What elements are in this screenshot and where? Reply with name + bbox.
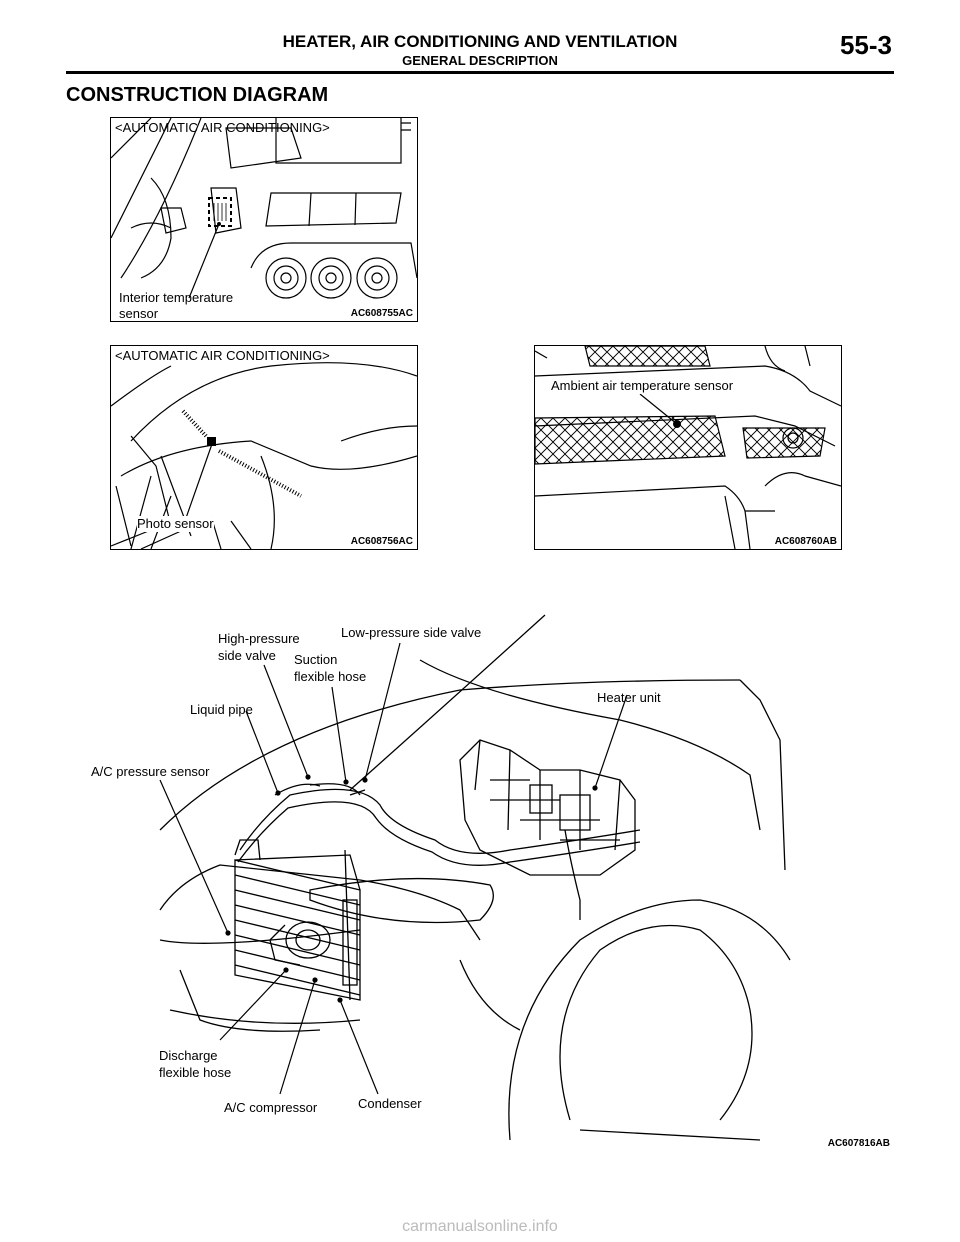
ac-pressure-sensor-label: A/C pressure sensor — [91, 764, 210, 779]
low-pressure-side-valve-label: Low-pressure side valve — [341, 625, 482, 640]
figure-interior-temperature-sensor: <AUTOMATIC AIR CONDITIONING> Interior te… — [110, 117, 418, 322]
figure-code: AC608755AC — [350, 308, 413, 319]
figure-construction-diagram: High-pressure side valve Low-pressure si… — [60, 600, 900, 1160]
section-title: CONSTRUCTION DIAGRAM — [66, 84, 329, 106]
figure-heading: <AUTOMATIC AIR CONDITIONING> — [115, 120, 330, 135]
ac-compressor-label: A/C compressor — [224, 1100, 318, 1115]
vehicle-ac-system-illustration — [159, 614, 791, 1141]
figure-code: AC608756AC — [350, 536, 413, 547]
header-divider — [66, 71, 894, 74]
condenser-label: Condenser — [358, 1096, 422, 1111]
photo-sensor-marker — [207, 437, 216, 446]
page-number: 55-3 — [839, 30, 892, 60]
fog-lamp-mesh — [742, 427, 826, 459]
page-header-title: HEATER, AIR CONDITIONING AND VENTILATION — [282, 32, 678, 51]
liquid-pipe-label: Liquid pipe — [190, 702, 253, 717]
figure-ambient-air-temperature-sensor: Ambient air temperature sensor AC608760A… — [534, 345, 842, 550]
interior-temperature-sensor-label: Interior temperature sensor — [119, 290, 234, 321]
heater-unit-label: Heater unit — [597, 690, 661, 705]
watermark: carmanualsonline.info — [402, 1218, 558, 1235]
dashboard-illustration — [111, 118, 417, 299]
sensor-highlight-box — [208, 197, 232, 227]
page-header-subtitle: GENERAL DESCRIPTION — [402, 53, 558, 68]
figure-code: AC608760AB — [774, 536, 837, 547]
leader-line — [185, 443, 213, 519]
figure-photo-sensor: <AUTOMATIC AIR CONDITIONING> Photo senso… — [110, 345, 418, 550]
lower-grille-mesh — [535, 415, 726, 465]
leader-line — [188, 223, 220, 299]
figure-code: AC607816AB — [827, 1138, 890, 1149]
photo-sensor-label: Photo sensor — [137, 516, 214, 532]
discharge-flexible-hose-label: Discharge flexible hose — [159, 1048, 232, 1080]
high-pressure-side-valve-label: High-pressure side valve — [218, 631, 300, 663]
leader-line — [639, 393, 678, 425]
leader-lines — [159, 642, 628, 1095]
front-grille-illustration — [535, 346, 841, 549]
ambient-air-temperature-sensor-label: Ambient air temperature sensor — [551, 378, 734, 394]
figure-heading: <AUTOMATIC AIR CONDITIONING> — [115, 348, 330, 363]
suction-flexible-hose-label: Suction flexible hose — [294, 652, 367, 684]
